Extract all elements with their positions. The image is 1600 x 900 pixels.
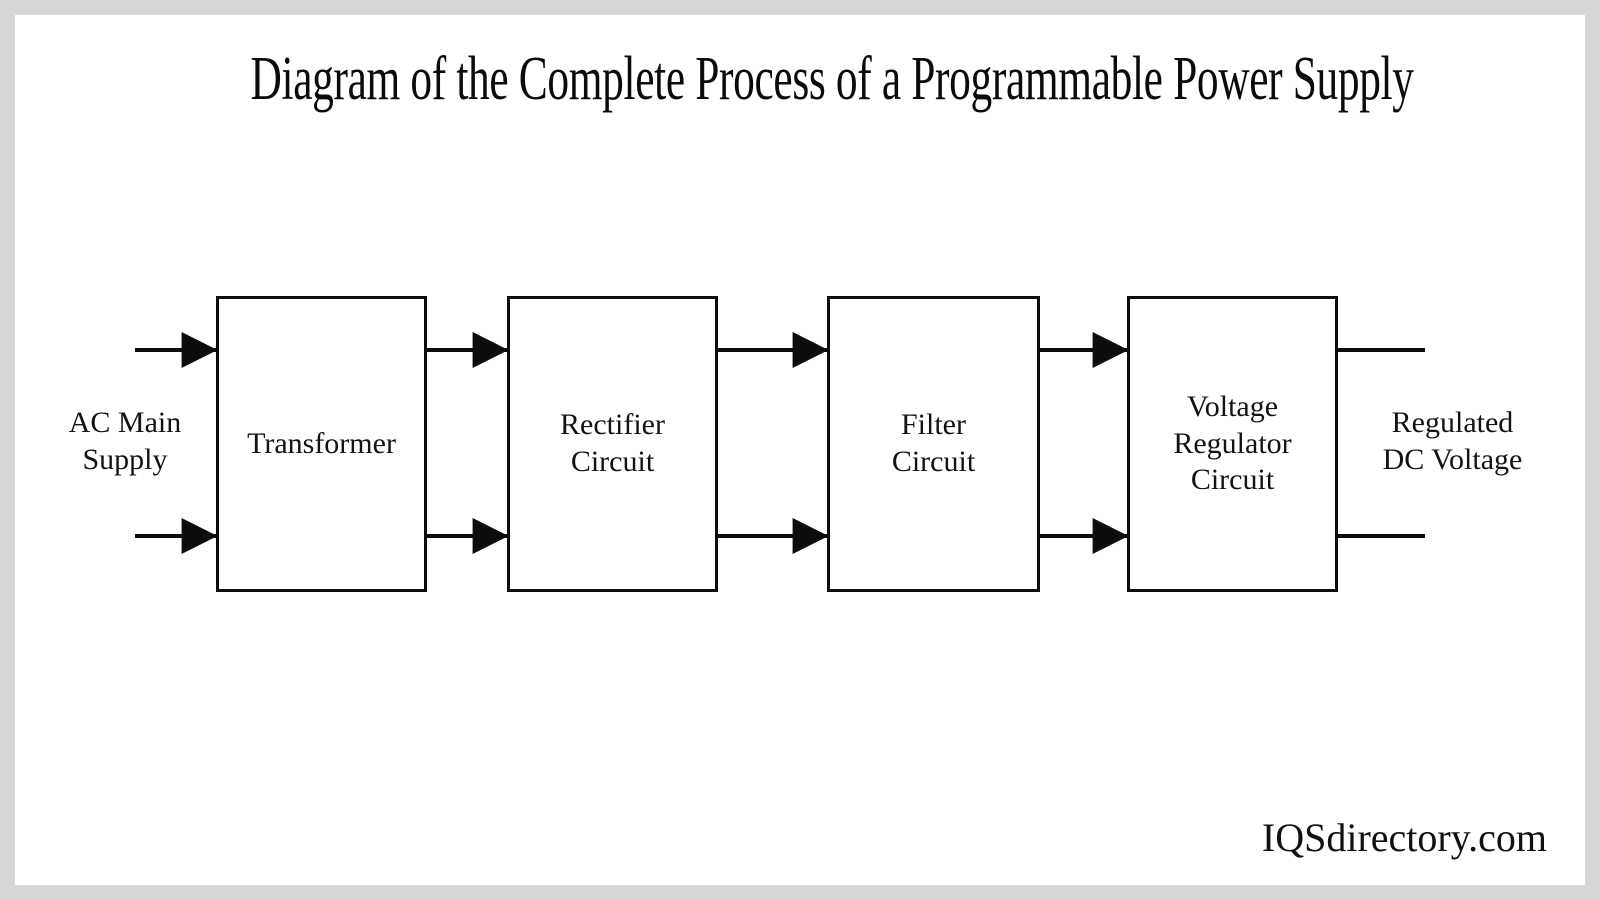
input-label-ac-main-supply: AC Main Supply — [68, 406, 182, 476]
stage-box-rectifier-circuit[interactable]: Rectifier Circuit — [507, 296, 718, 592]
stage-label-transformer: Transformer — [247, 426, 396, 460]
page-title: Diagram of the Complete Process of a Pro… — [250, 45, 1414, 113]
diagram-canvas: Diagram of the Complete Process of a Pro… — [15, 15, 1585, 885]
output-label-regulated-dc-voltage: Regulated DC Voltage — [1382, 406, 1523, 476]
connector-rectifier-to-filter — [718, 332, 829, 554]
stage-label-filter-circuit: Filter Circuit — [891, 408, 976, 478]
process-flow: AC Main Supply Transformer Rectifier Cir… — [15, 15, 1585, 885]
stage-label-rectifier-circuit: Rectifier Circuit — [560, 408, 665, 478]
connector-transformer-to-rectifier — [427, 332, 509, 554]
connector-filter-to-regulator — [1040, 332, 1129, 554]
watermark-iqsdirectory: IQSdirectory.com — [1261, 815, 1547, 860]
stage-label-voltage-regulator-circuit: Voltage Regulator Circuit — [1173, 390, 1292, 497]
stage-box-voltage-regulator-circuit[interactable]: Voltage Regulator Circuit — [1127, 296, 1338, 592]
stage-box-transformer[interactable]: Transformer — [216, 296, 427, 592]
stage-box-filter-circuit[interactable]: Filter Circuit — [827, 296, 1040, 592]
